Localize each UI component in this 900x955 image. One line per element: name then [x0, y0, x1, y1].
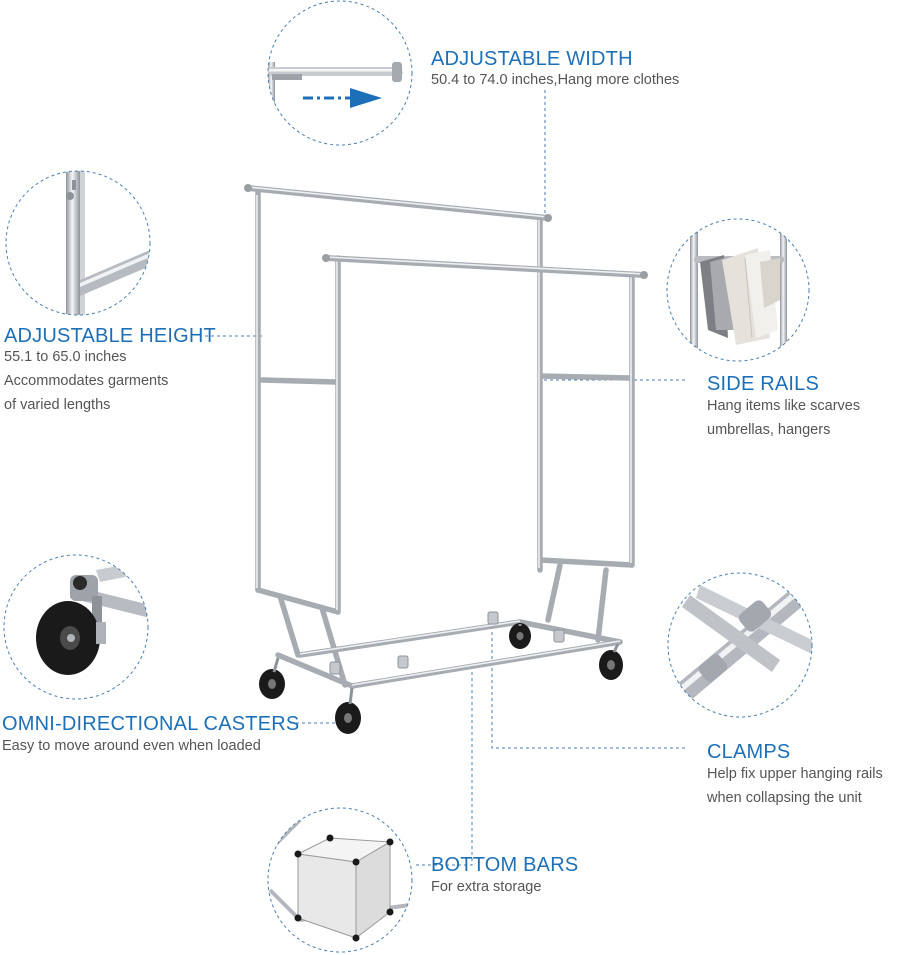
adjustable-width-title: ADJUSTABLE WIDTH [431, 48, 633, 70]
casters-description: Easy to move around even when loaded [2, 738, 261, 754]
adjustable-height-line-2: Accommodates garments [4, 373, 169, 389]
adjustable-height-title: ADJUSTABLE HEIGHT [4, 325, 216, 347]
caster-wheel-icon [36, 601, 100, 675]
side-rails-line-1: Hang items like scarves [707, 398, 861, 414]
side-rails-line-2: umbrellas, hangers [707, 422, 831, 438]
height-detail-photo [5, 170, 151, 316]
side-rails-title: SIDE RAILS [707, 373, 820, 395]
width-detail-photo [267, 0, 413, 146]
adjustable-height-line-3: of varied lengths [4, 397, 111, 413]
casters-detail-photo [3, 554, 149, 700]
casters-title: OMNI-DIRECTIONAL CASTERS [2, 713, 300, 735]
adjustable-width-description: 50.4 to 74.0 inches,Hang more clothes [431, 72, 680, 88]
clamps-line-1: Help fix upper hanging rails [707, 766, 883, 782]
bottom-bars-description: For extra storage [431, 879, 542, 895]
rack-casters [259, 623, 623, 734]
clamps-line-2: when collapsing the unit [707, 790, 862, 806]
right-arrow-icon [303, 88, 382, 108]
bottom-bars-title: BOTTOM BARS [431, 854, 579, 876]
side-rails-detail-photo [666, 218, 810, 362]
bottom-bars-detail-photo [267, 807, 413, 953]
adjustable-height-line-1: 55.1 to 65.0 inches [4, 349, 127, 365]
leader-bottom-bars [415, 672, 473, 866]
clamps-title: CLAMPS [707, 741, 791, 763]
clamps-detail-photo [667, 572, 813, 718]
garment-rack [244, 184, 648, 734]
